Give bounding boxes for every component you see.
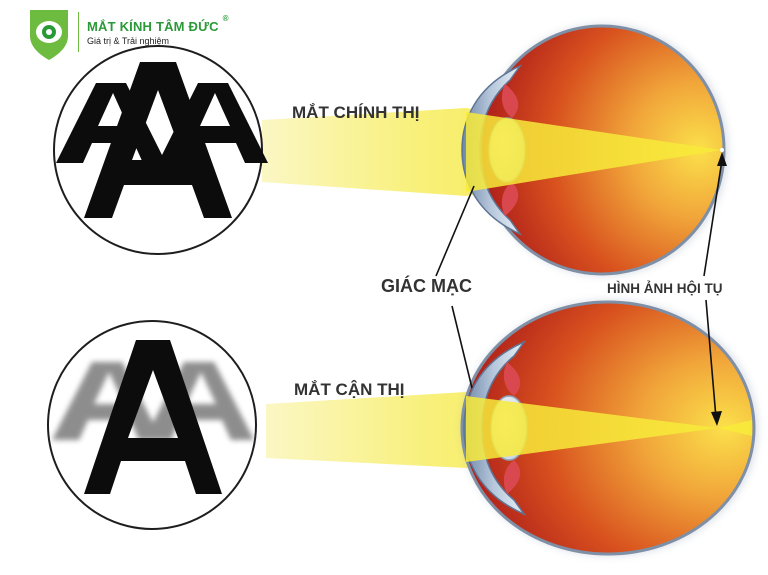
focus-pointer-top bbox=[703, 159, 723, 277]
focused-beam-normal bbox=[466, 112, 722, 192]
focal-point-normal bbox=[720, 148, 724, 152]
label-focus-point: HÌNH ẢNH HỘI TỤ bbox=[607, 281, 723, 296]
iris-top-normal bbox=[501, 84, 519, 118]
iris-top-myopia bbox=[503, 362, 521, 396]
focus-pointer-bottom bbox=[705, 299, 717, 419]
label-normal-eye: MẮT CHÍNH THỊ bbox=[292, 103, 420, 122]
blurred-letters bbox=[52, 362, 254, 440]
label-cornea: GIÁC MẠC bbox=[381, 276, 472, 296]
iris-bottom-myopia bbox=[503, 460, 521, 494]
label-myopic-eye: MẮT CẬN THỊ bbox=[294, 380, 405, 399]
focused-beam-myopia bbox=[466, 396, 718, 462]
brand-name-text: MẮT KÍNH TÂM ĐỨC bbox=[87, 18, 219, 34]
center-letter bbox=[84, 340, 222, 494]
brand-tagline: Giá trị & Trải nghiệm bbox=[87, 35, 170, 46]
iris-bottom-normal bbox=[501, 182, 519, 216]
brand-text: MẮT KÍNH TÂM ĐỨC ® Giá trị & Trải nghiệm bbox=[87, 14, 228, 46]
sharp-letters bbox=[56, 62, 268, 218]
focus-arrowhead-top bbox=[717, 152, 727, 166]
diverging-beam-myopia bbox=[718, 420, 752, 436]
brand-header: MẮT KÍNH TÂM ĐỨC ® Giá trị & Trải nghiệm bbox=[78, 6, 228, 58]
cornea-pointer-top bbox=[435, 185, 475, 277]
eye-shield-logo-icon bbox=[30, 10, 68, 60]
brand-divider bbox=[78, 12, 79, 52]
focus-arrowhead-bottom bbox=[711, 411, 722, 426]
registered-mark: ® bbox=[222, 13, 229, 23]
cornea-pointer-bottom bbox=[451, 305, 473, 389]
brand-name: MẮT KÍNH TÂM ĐỨC ® bbox=[87, 14, 228, 34]
